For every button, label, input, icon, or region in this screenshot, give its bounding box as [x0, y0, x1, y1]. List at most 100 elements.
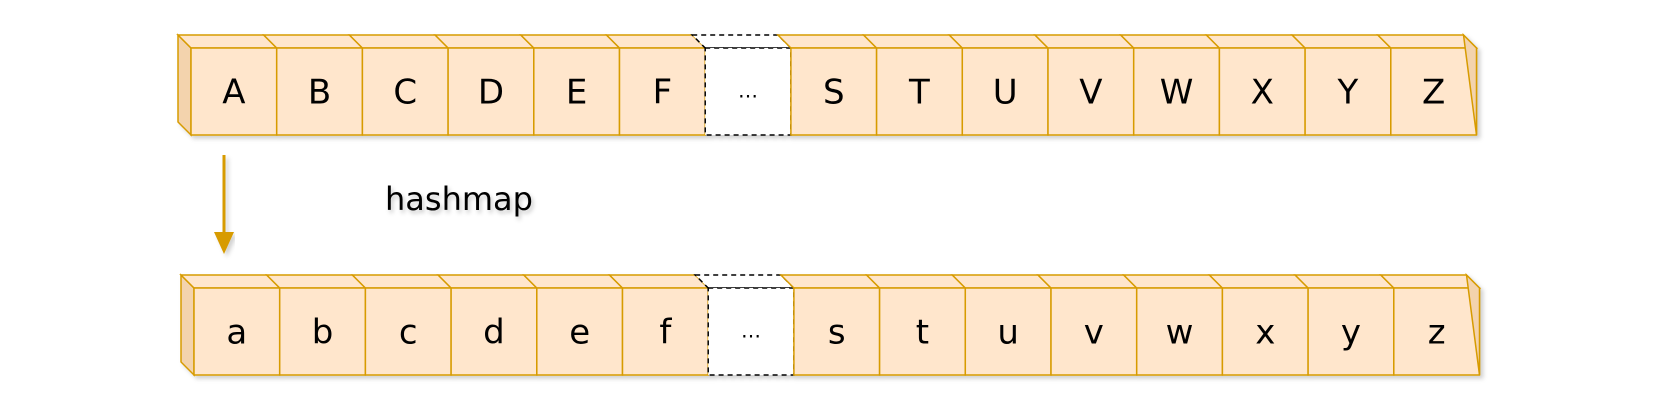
cell-label: b	[312, 313, 334, 353]
cell-y: y	[1293, 274, 1396, 376]
cell-D: D	[433, 34, 536, 136]
cell-C: C	[347, 34, 450, 136]
cell-Z: Z	[1375, 34, 1479, 136]
cell-c: c	[350, 274, 453, 376]
cell-label: …	[738, 79, 758, 103]
cell-top-face	[604, 34, 708, 49]
hashmap-label: hashmap	[385, 180, 533, 218]
cell-top-face	[693, 274, 796, 289]
cell-label: E	[566, 73, 587, 113]
cell-front-face	[450, 287, 538, 376]
cell-top-face	[779, 274, 882, 289]
cell-W: W	[1118, 34, 1222, 136]
cell-front-face	[1390, 47, 1478, 136]
bar-side-face	[177, 33, 192, 137]
cell-front-face	[533, 47, 621, 136]
cell-front-face	[1393, 287, 1481, 376]
cell-x: x	[1207, 274, 1310, 376]
cell-front-face	[1304, 47, 1392, 136]
cell-top-face	[1036, 274, 1139, 289]
cell-label: c	[399, 313, 418, 353]
cell-label: z	[1428, 313, 1446, 353]
cell-top-face	[864, 274, 968, 289]
cell-label: Y	[1337, 73, 1359, 113]
cell-S: S	[776, 34, 879, 136]
cell-X: X	[1204, 34, 1307, 136]
cell-top-face	[1293, 274, 1396, 289]
cell-Y: Y	[1290, 34, 1393, 136]
cell-label: w	[1166, 313, 1194, 353]
cell-T: T	[861, 34, 965, 136]
cell-front-face	[1307, 287, 1395, 376]
cell-front-face	[793, 287, 881, 376]
cell-front-face	[961, 47, 1049, 136]
cell-label: W	[1160, 73, 1194, 113]
cell-front-face	[875, 47, 964, 136]
cell-top-face	[950, 274, 1053, 289]
cell-B: B	[261, 34, 365, 136]
cell-top-face	[518, 34, 622, 49]
ellipsis-cell: …	[693, 274, 796, 376]
cell-E: E	[518, 34, 622, 136]
cell-label: T	[908, 73, 930, 113]
cell-label: V	[1079, 73, 1102, 113]
cell-top-face	[607, 274, 711, 289]
cell-top-face	[1290, 34, 1393, 49]
cell-top-face	[347, 34, 450, 49]
cell-top-face	[1378, 274, 1482, 289]
cell-top-face	[436, 274, 539, 289]
cell-label: t	[916, 313, 929, 353]
cell-label: v	[1084, 313, 1104, 353]
cell-top-face	[861, 34, 965, 49]
cell-label: …	[741, 319, 761, 343]
cell-label: f	[659, 313, 672, 353]
cell-label: F	[653, 73, 673, 113]
cell-top-face	[1207, 274, 1310, 289]
cell-a: a	[179, 274, 282, 376]
cell-e: e	[521, 274, 625, 376]
cell-label: y	[1341, 313, 1361, 353]
cell-label: d	[483, 313, 505, 353]
cell-front-face	[1050, 287, 1138, 376]
cell-front-face	[618, 47, 706, 136]
cell-front-face	[790, 47, 878, 136]
cell-top-face	[264, 274, 368, 289]
cell-front-face	[1221, 287, 1309, 376]
cell-label: A	[222, 73, 245, 113]
cell-front-face	[878, 287, 967, 376]
cell-b: b	[264, 274, 368, 376]
cell-front-face	[275, 47, 364, 136]
cell-label: Z	[1422, 73, 1445, 113]
cell-front-face	[1218, 47, 1306, 136]
cell-f: f	[607, 274, 711, 376]
cell-w: w	[1121, 274, 1225, 376]
cell-label: a	[226, 313, 247, 353]
cell-label: x	[1255, 313, 1275, 353]
bar-right-edge	[1462, 32, 1478, 136]
cell-label: B	[308, 73, 331, 113]
cell-top-face	[1121, 274, 1225, 289]
cell-top-face	[179, 274, 282, 289]
cell-z: z	[1378, 274, 1482, 376]
cell-top-face	[1204, 34, 1307, 49]
cell-front-face	[1047, 47, 1135, 136]
cell-front-face	[364, 287, 452, 376]
cell-v: v	[1036, 274, 1139, 376]
cell-top-face	[176, 34, 279, 49]
cell-label: u	[997, 313, 1019, 353]
cell-s: s	[779, 274, 882, 376]
cell-label: U	[993, 73, 1018, 113]
ellipsis-cell: …	[690, 34, 793, 136]
cell-label: X	[1251, 73, 1274, 113]
cell-V: V	[1033, 34, 1136, 136]
cell-t: t	[864, 274, 968, 376]
cell-U: U	[947, 34, 1050, 136]
cell-top-face	[690, 34, 793, 49]
cell-d: d	[436, 274, 539, 376]
cell-top-face	[521, 274, 625, 289]
cell-label: s	[828, 313, 846, 353]
bar-side-face	[180, 273, 195, 377]
cell-front-face	[1135, 287, 1224, 376]
